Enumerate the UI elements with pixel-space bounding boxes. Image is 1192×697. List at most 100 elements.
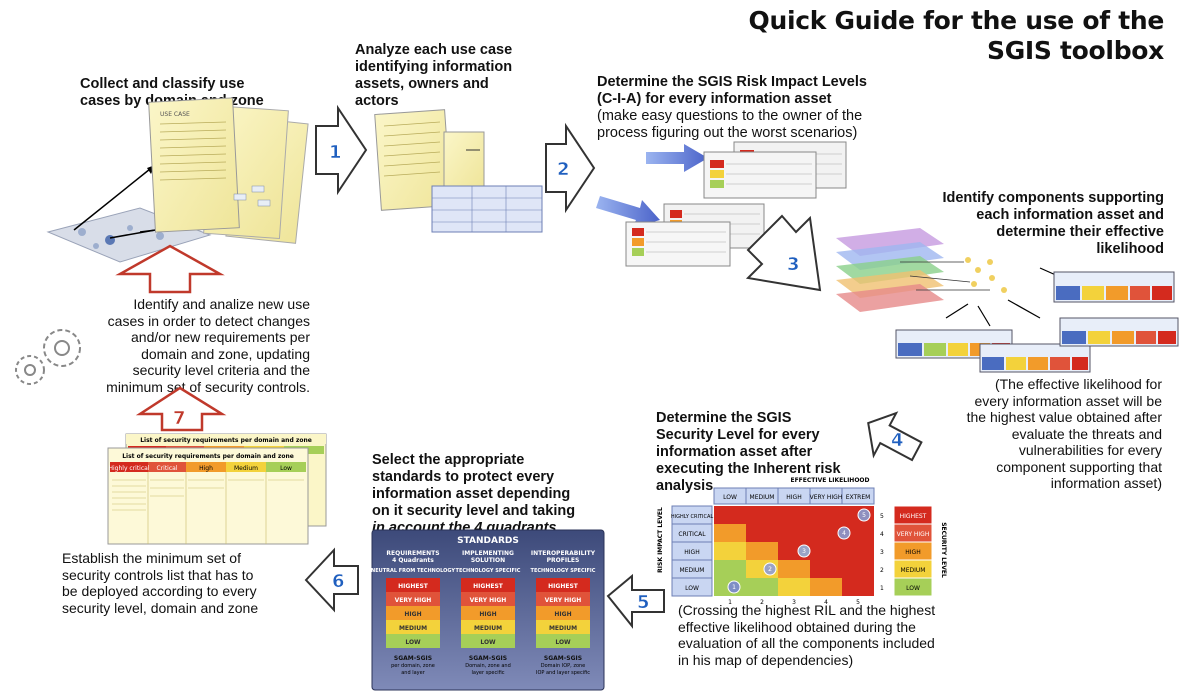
step-arrow-4: 4 [867,411,923,462]
step-establish-controls-text: Establish the minimum set of security co… [62,550,259,616]
matrix-row-headers: HIGHLY CRITICAL CRITICAL HIGH MEDIUM LOW [671,505,714,597]
ril-tables [625,141,847,267]
svg-text:VERY HIGH: VERY HIGH [470,597,507,604]
svg-text:SGAM-SGIS: SGAM-SGIS [394,655,432,662]
svg-text:LOW: LOW [906,585,920,592]
svg-text:VERY HIGH: VERY HIGH [545,597,582,604]
standards-title: STANDARDS [457,536,519,546]
svg-text:TECHNOLOGY SPECIFIC: TECHNOLOGY SPECIFIC [456,568,521,574]
svg-text:SGAM-SGIS: SGAM-SGIS [544,655,582,662]
svg-text:REQUIREMENTS: REQUIREMENTS [386,550,439,557]
svg-text:LOW: LOW [723,494,737,501]
arrow-number-4: 4 [891,430,904,451]
svg-text:VERY HIGH: VERY HIGH [810,494,843,501]
svg-text:4 Quadrants: 4 Quadrants [392,557,434,564]
standards-column-2: IMPLEMENTING SOLUTION TECHNOLOGY SPECIFI… [456,550,521,676]
svg-text:MEDIUM: MEDIUM [750,494,775,501]
matrix-y-title: RISK IMPACT LEVEL [657,507,664,573]
use-case-sheet-label: USE CASE [160,111,190,118]
requirements-list-sheets: List of security requirements per domain… [107,433,327,545]
step-identify-components-text: Identify components supporting each info… [942,190,1164,257]
risk-matrix: EFFECTIVE LIKELIHOOD RISK IMPACT LEVEL L… [657,477,947,606]
svg-text:2: 2 [768,566,772,573]
svg-text:HIGHEST: HIGHEST [398,583,429,590]
svg-text:5: 5 [856,599,860,606]
svg-text:LOW: LOW [405,639,421,646]
svg-text:1: 1 [880,585,884,592]
svg-text:TECHNOLOGY SPECIFIC: TECHNOLOGY SPECIFIC [531,568,596,574]
crossing-note-text: (Crossing the highest RIL and the highes… [678,602,936,668]
step-arrow-6: 6 [304,547,359,613]
svg-text:HIGHEST: HIGHEST [548,583,579,590]
svg-text:IMPLEMENTING: IMPLEMENTING [462,550,514,557]
svg-text:MEDIUM: MEDIUM [549,625,577,632]
svg-text:MEDIUM: MEDIUM [901,567,926,574]
step-arrow-5: 5 [606,573,665,629]
svg-text:SGAM-SGIS: SGAM-SGIS [469,655,507,662]
step-arrow-3: 3 [745,214,822,292]
step-analyze-text: Analyze each use case identifying inform… [355,42,513,109]
svg-text:HIGH: HIGH [554,611,571,618]
matrix-col-numbers: 1 2 3 4 5 [728,599,860,606]
svg-text:LOW: LOW [480,639,496,646]
svg-text:MEDIUM: MEDIUM [680,567,705,574]
likelihood-note-text: (The effective likelihood for every info… [966,376,1162,491]
blue-flow-arrows [596,144,708,228]
matrix-column-headers: LOW MEDIUM HIGH VERY HIGH EXTREM [713,487,875,505]
svg-text:HIGHLY CRITICAL: HIGHLY CRITICAL [671,514,714,520]
svg-text:1: 1 [728,599,732,606]
step-arrow-7: 7 [135,386,227,432]
svg-text:MEDIUM: MEDIUM [474,625,502,632]
arrow-number-1: 1 [329,142,342,163]
svg-text:High: High [199,465,213,472]
step-arrow-2: 2 [545,122,596,214]
component-layer-stack [836,228,1059,327]
svg-text:Domain, zone and: Domain, zone and [465,663,511,669]
svg-text:SOLUTION: SOLUTION [471,557,505,564]
svg-text:2: 2 [880,567,884,574]
svg-text:VERY HIGH: VERY HIGH [395,597,432,604]
arrow-number-7: 7 [173,408,186,429]
step-arrow-1: 1 [315,104,368,196]
svg-text:NEUTRAL FROM TECHNOLOGY: NEUTRAL FROM TECHNOLOGY [371,568,455,574]
svg-text:5: 5 [862,512,866,519]
svg-text:Low: Low [280,465,292,472]
svg-text:1: 1 [732,584,736,591]
svg-text:3: 3 [792,599,796,606]
svg-text:PROFILES: PROFILES [547,557,580,564]
svg-text:HIGHEST: HIGHEST [473,583,504,590]
requirements-list-title: List of security requirements per domain… [122,453,294,460]
svg-text:3: 3 [802,548,806,555]
standards-column-1: REQUIREMENTS 4 Quadrants NEUTRAL FROM TE… [371,550,455,676]
svg-text:MEDIUM: MEDIUM [399,625,427,632]
svg-text:LOW: LOW [685,585,699,592]
svg-text:HIGH: HIGH [404,611,421,618]
svg-text:HIGH: HIGH [479,611,496,618]
svg-text:layer specific: layer specific [471,670,504,676]
svg-text:IOP and layer specific: IOP and layer specific [536,670,590,676]
svg-text:INTEROPERABILITY: INTEROPERABILITY [531,550,596,557]
svg-text:4: 4 [842,530,846,537]
use-case-sheets: USE CASE [148,97,309,244]
step-new-use-cases-text: Identify and analize new use cases in or… [106,296,310,395]
svg-text:and layer: and layer [401,670,425,676]
svg-text:HIGH: HIGH [786,494,801,501]
svg-text:Domain IOP, zone: Domain IOP, zone [541,663,586,669]
svg-text:List of security requirements: List of security requirements per domain… [140,437,312,444]
matrix-x-title: EFFECTIVE LIKELIHOOD [790,477,869,484]
analyze-sheets [374,109,543,233]
arrow-number-6: 6 [332,571,345,592]
security-level-title: SECURITY LEVEL [940,522,947,578]
svg-text:5: 5 [880,513,884,520]
svg-text:4: 4 [824,599,828,606]
svg-text:CRITICAL: CRITICAL [678,531,706,538]
svg-text:HIGH: HIGH [684,549,699,556]
feedback-arrow-up [115,244,225,294]
gears-icon [15,329,81,385]
svg-text:HIGHEST: HIGHEST [900,513,927,520]
standards-column-3: INTEROPERABILITY PROFILES TECHNOLOGY SPE… [531,550,596,676]
matrix-row-numbers: 5 4 3 2 1 [880,513,884,592]
likelihood-tables [895,271,1179,373]
svg-text:EXTREM: EXTREM [846,494,871,501]
